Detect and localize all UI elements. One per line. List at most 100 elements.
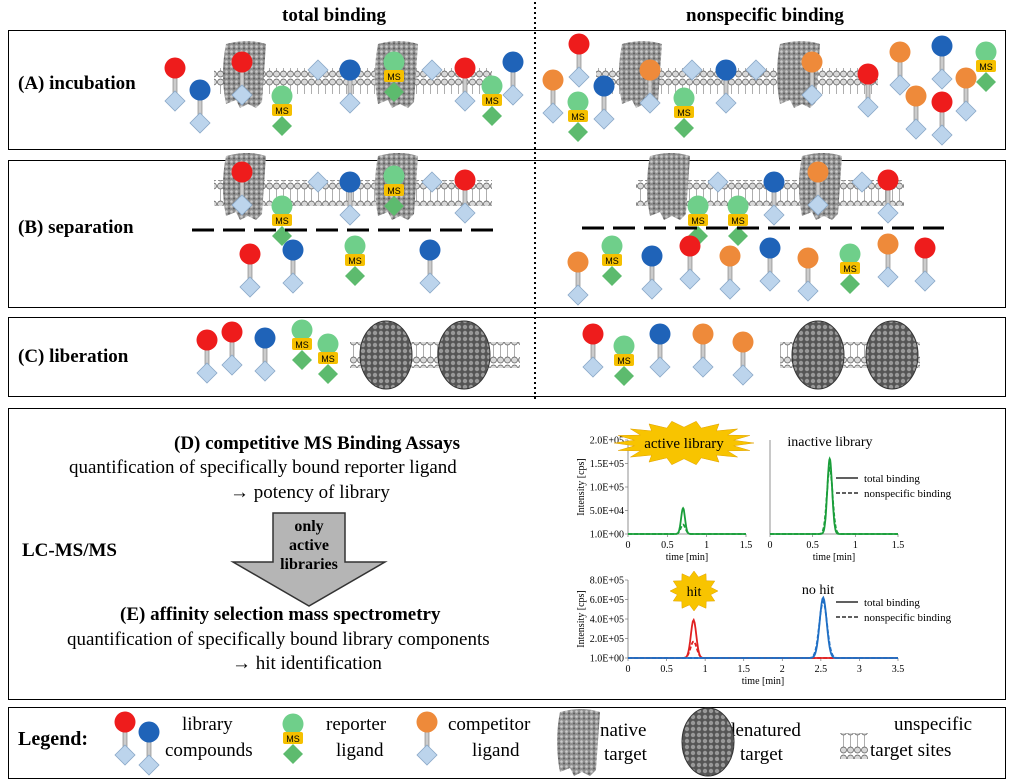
y-tick-label: 6.0E+05	[590, 595, 624, 606]
ms-tag: MS	[275, 106, 289, 116]
x-tick-label: 0.5	[661, 540, 674, 551]
active-library-label: active library	[644, 436, 724, 452]
diamond-shape	[801, 84, 823, 106]
diamond-shape	[931, 68, 953, 90]
diamond-shape	[114, 744, 136, 766]
diamond-shape	[692, 356, 714, 378]
d-line2: → potency of library	[230, 482, 390, 503]
step-label-c: (C) liberation	[18, 346, 129, 367]
library-compound	[164, 57, 186, 112]
ms-tag: MS	[731, 216, 745, 226]
legend-icons: MS	[114, 707, 868, 777]
ms-tag: MS	[387, 72, 401, 82]
library-compound	[254, 327, 276, 382]
diamond-shape	[307, 59, 329, 81]
reporter-ligand: MS	[291, 319, 313, 370]
library-compound	[914, 237, 936, 292]
library-compound	[593, 75, 615, 130]
diamond-shape	[732, 364, 754, 386]
x-tick-label: 1	[704, 540, 709, 551]
x-tick-label: 2.5	[815, 664, 828, 675]
x-tick-label: 2	[780, 664, 785, 675]
library-compound	[715, 59, 737, 114]
series-line	[628, 599, 898, 659]
legend-title: Legend:	[18, 728, 88, 750]
reporter-ligand: MS	[975, 41, 997, 92]
diamond-shape	[905, 118, 927, 140]
legend-native-2: target	[604, 744, 647, 765]
legend-competitor-1: competitor	[448, 714, 531, 735]
reporter-ligand: MS	[839, 243, 861, 294]
ms-tag: MS	[691, 216, 705, 226]
arrow-label: active	[289, 537, 329, 554]
x-tick-label: 0	[626, 540, 631, 551]
native-target	[647, 153, 690, 220]
library-compound	[931, 35, 953, 90]
diamond-shape	[307, 171, 329, 193]
diamond-shape	[138, 754, 160, 776]
diamond-shape	[914, 270, 936, 292]
competitor-ligand	[797, 247, 819, 302]
ms-tag: MS	[321, 354, 335, 364]
library-compound	[339, 59, 361, 114]
diamond-shape	[582, 356, 604, 378]
x-axis-label: time [min]	[666, 552, 709, 563]
y-tick-label: 2.0E+05	[590, 634, 624, 645]
diamond-shape	[254, 360, 276, 382]
library-compound	[649, 323, 671, 378]
series-line	[628, 595, 898, 659]
legend-native-1: native	[600, 720, 647, 741]
ms-tag: MS	[295, 340, 309, 350]
library-compound	[239, 243, 261, 298]
library-compound	[763, 171, 785, 226]
diamond-shape	[454, 202, 476, 224]
competitor-ligand	[889, 41, 911, 96]
y-tick-label: 1.5E+05	[590, 459, 624, 470]
diamond-shape	[231, 194, 253, 216]
diamond-shape	[807, 194, 829, 216]
diamond-shape	[889, 74, 911, 96]
diamond-shape	[231, 84, 253, 106]
library-compound	[231, 51, 253, 106]
diamond-shape	[196, 362, 218, 384]
competitor-ligand	[955, 67, 977, 122]
reporter-ligand: MS	[567, 91, 589, 142]
hit-badge	[669, 570, 719, 612]
competitor-ligand	[905, 85, 927, 140]
library-compound	[931, 91, 953, 146]
no-hit-label: no hit	[802, 583, 834, 598]
competitor-ligand	[732, 331, 754, 386]
active-library-badge	[613, 420, 755, 466]
reporter-ligand: MS	[613, 335, 635, 386]
library-compound	[189, 79, 211, 134]
arrow-label: only	[294, 518, 323, 535]
diamond-shape	[339, 204, 361, 226]
legend-library-blue	[138, 721, 160, 776]
reporter-ligand: MS	[282, 713, 304, 764]
denatured-target	[865, 320, 919, 390]
reporter-ligand: MS	[727, 195, 749, 246]
ms-tag: MS	[485, 96, 499, 106]
legend-library-1: library	[182, 714, 233, 735]
legend-unspecific-2: target sites	[870, 740, 952, 761]
competitor-ligand	[567, 251, 589, 306]
legend-total-label: total binding	[864, 597, 920, 609]
native-target	[557, 709, 600, 776]
lcms-label: LC-MS/MS	[22, 540, 117, 561]
diamond-shape	[239, 276, 261, 298]
diamond-shape	[339, 92, 361, 114]
col-header-nonspecific: nonspecific binding	[686, 5, 844, 26]
diamond-shape	[681, 59, 703, 81]
diamond-shape	[419, 272, 441, 294]
legend-denatured-2: target	[740, 744, 783, 765]
e-line2: → hit identification	[232, 653, 382, 674]
diamond-shape	[641, 278, 663, 300]
library-compound	[877, 169, 899, 224]
diamond-shape	[679, 268, 701, 290]
diamond-shape	[164, 90, 186, 112]
reporter-ligand: MS	[317, 333, 339, 384]
library-compound	[196, 329, 218, 384]
